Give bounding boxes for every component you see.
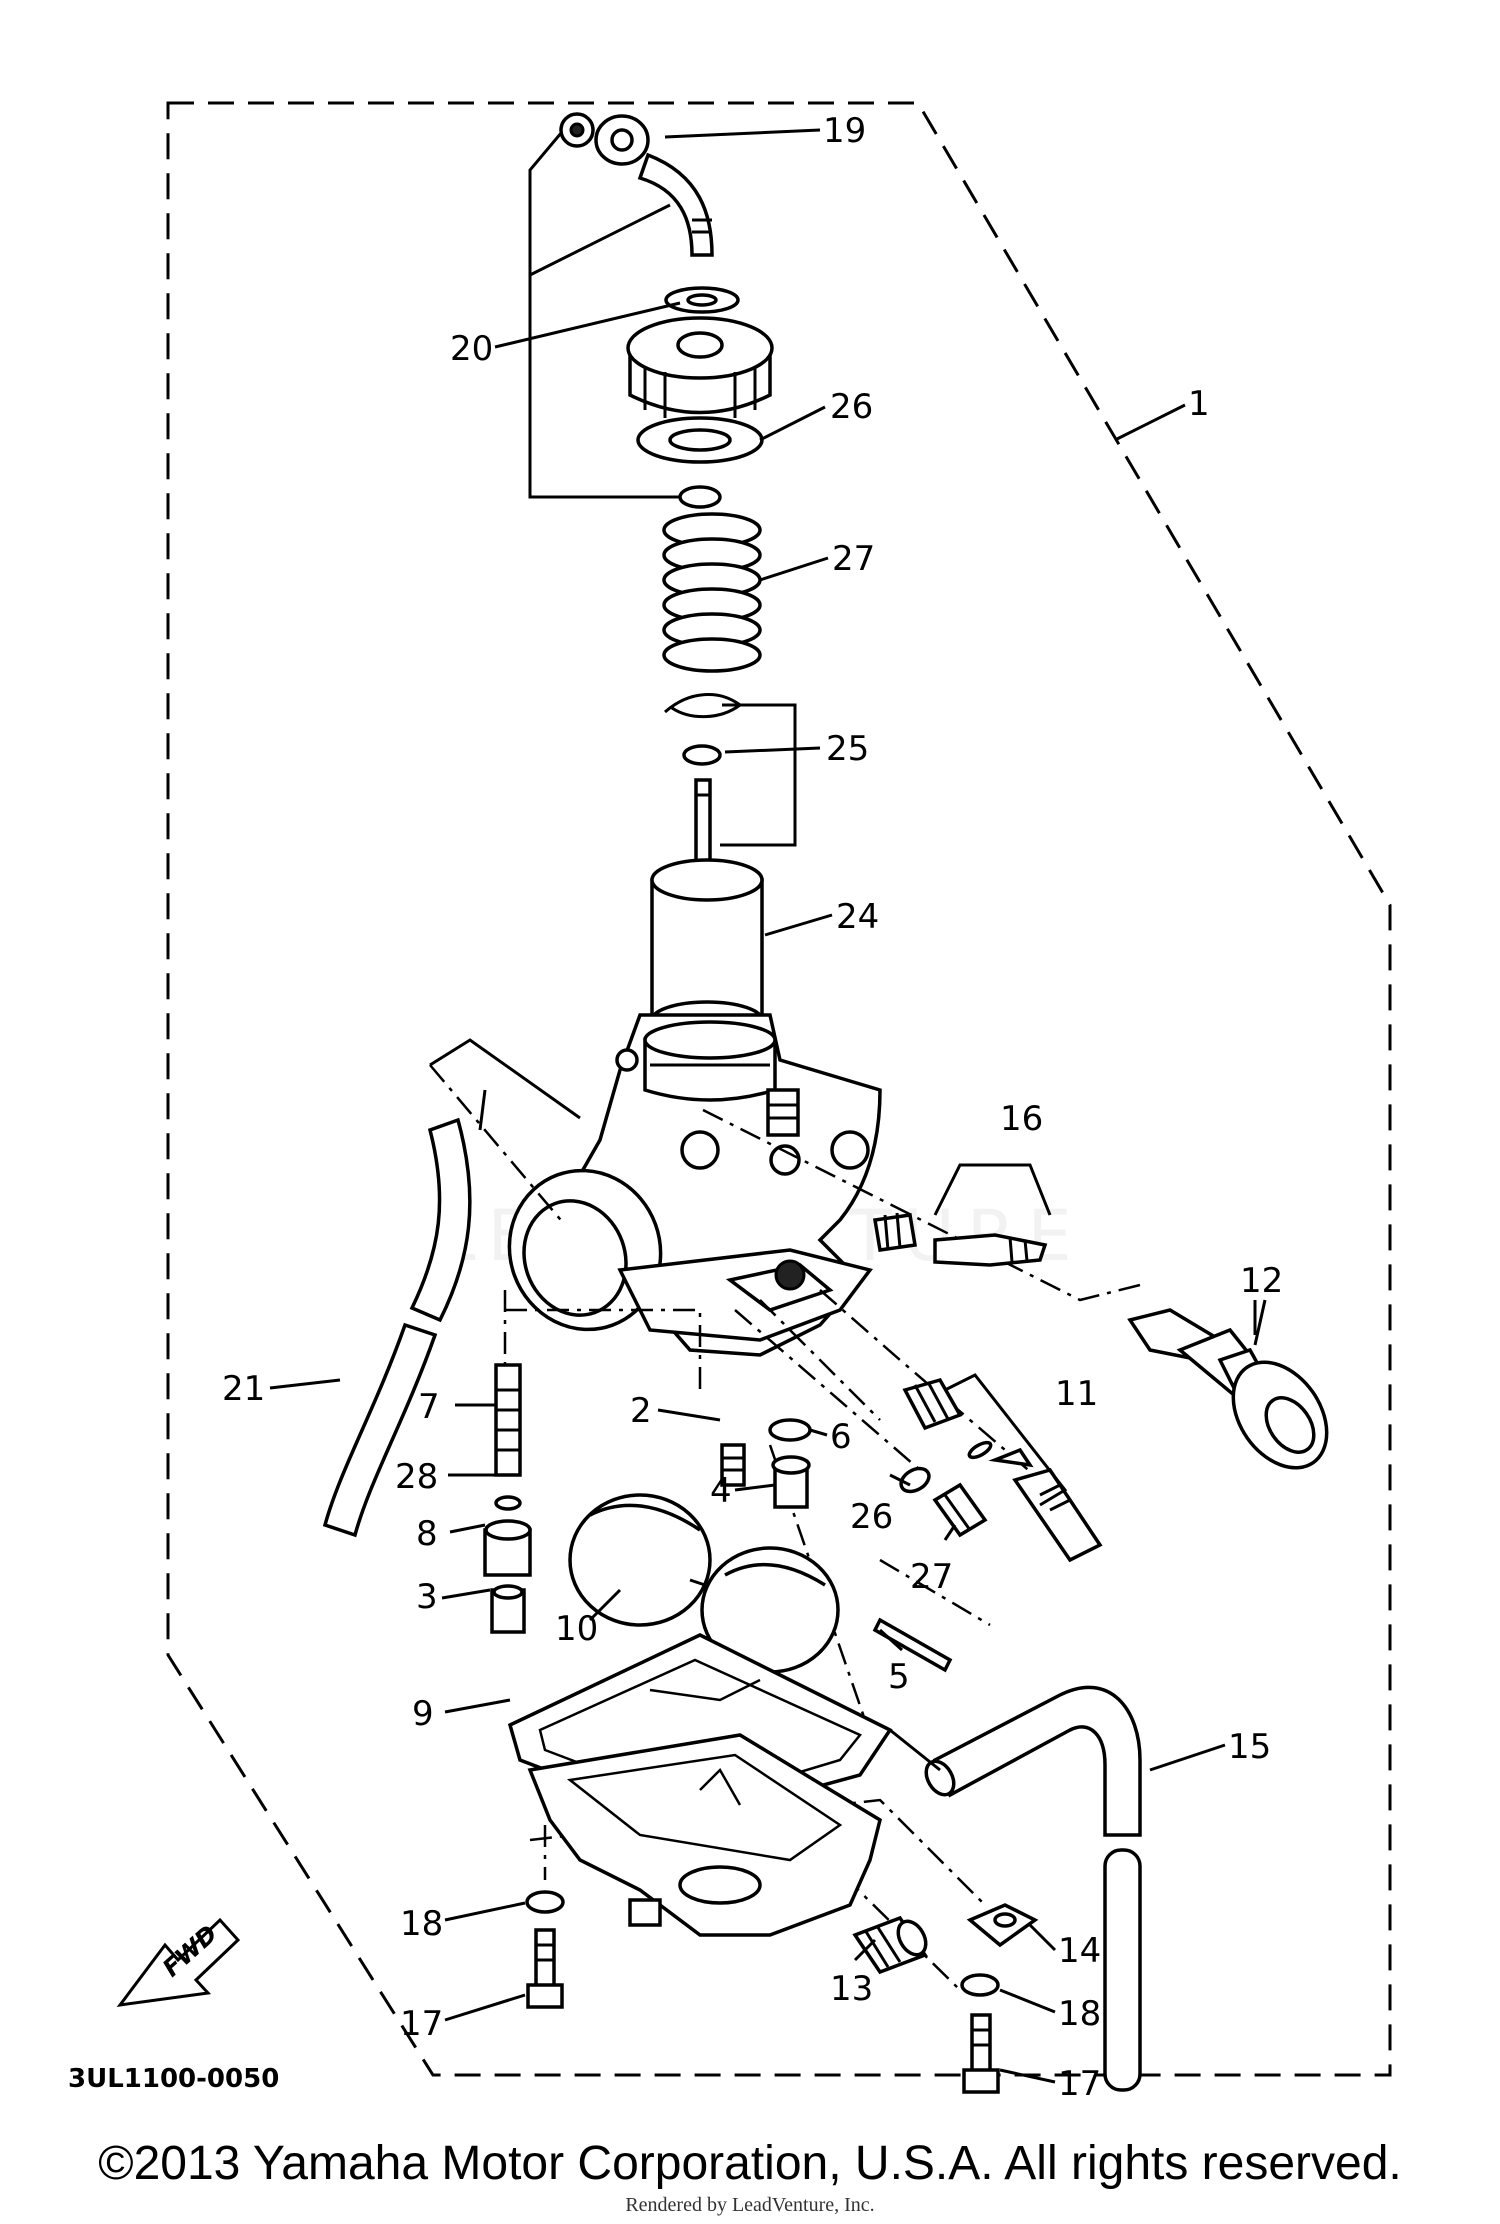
callout-16: 16 [1000,1099,1043,1139]
needle-jet-part [494,1363,522,1477]
overflow-hose-part [924,1685,1142,2092]
jet-holder-part [483,1519,532,1577]
callout-20: 20 [450,329,493,369]
throttle-slide-part [650,858,764,1040]
callout-18a: 18 [400,1904,443,1944]
drain-screw-part [852,1915,928,1975]
float-washer-part [899,1466,931,1494]
float-pin-part [872,1617,953,1673]
callout-19: 21 [222,1369,265,1409]
air-screw-part [902,1377,1103,1563]
carburetor-body [507,1013,882,1357]
callout-6: 6 [830,1417,852,1457]
callout-labels: 19 20 26 1 27 25 24 16 12 21 11 7 2 6 28… [222,111,1283,2104]
callout-17a: 17 [400,2004,443,2044]
hose-clamp-part [966,1903,1039,1948]
copyright-text: ©2013 Yamaha Motor Corporation, U.S.A. A… [98,2137,1402,2190]
top-cap-part [626,316,774,418]
leader-lines [269,128,1257,2084]
throttle-spring-part [662,512,762,673]
callout-12: 12 [1240,1261,1283,1301]
starter-plunger-part [1127,1308,1329,1470]
screw-right-part [962,2013,1000,2094]
callout-27: 27 [910,1557,953,1597]
callout-24: 26 [830,387,873,427]
callout-5: 5 [888,1657,910,1697]
rendered-by-text: Rendered by LeadVenture, Inc. [625,2194,875,2216]
cable-elbow-part [559,112,714,257]
callout-25: 27 [832,539,875,579]
bracket-21 [528,119,680,499]
fwd-label: FWD [157,1920,222,1983]
callout-18b: 18 [1058,1994,1101,2034]
main-jet-part [490,1584,526,1634]
o-ring-part [494,1495,522,1511]
bracket-11 [944,1373,1068,1507]
fwd-arrow-icon: FWD [116,1917,241,2007]
valve-washer-part [768,1418,812,1442]
callout-1: 1 [1188,384,1210,424]
bracket-16 [933,1163,1052,1216]
callout-9: 9 [412,1694,434,1734]
callout-14: 14 [1058,1931,1101,1971]
screw-left-part [526,1928,564,2009]
assembly-boundary [166,101,1392,2077]
callout-22: 24 [836,897,879,937]
callout-23: 25 [826,729,869,769]
callout-17b: 17 [1058,2064,1101,2104]
callout-10: 10 [555,1609,598,1649]
valve-seat-part [771,1455,811,1509]
needle-valve-part [932,1482,988,1538]
pilot-screw-part [872,1212,1048,1267]
callout-2: 2 [630,1391,652,1431]
washer-left-part [525,1890,565,1914]
callout-26: 26 [850,1497,893,1537]
callout-3: 3 [416,1577,438,1617]
float-part [568,1493,840,1674]
pilot-jet-part [720,1443,746,1487]
diagram-code: 3UL1100-0050 [68,2064,279,2094]
washer-right-part [960,1973,1000,1997]
callout-11: 11 [1055,1374,1098,1414]
callout-13: 13 [830,1969,873,2009]
callout-15: 15 [1228,1727,1271,1767]
callout-8: 8 [416,1514,438,1554]
vent-hose-part [322,1117,472,1538]
callout-21: 19 [823,111,866,151]
callout-28: 28 [395,1457,438,1497]
bracket-23 [720,703,797,847]
callout-4: 4 [710,1471,732,1511]
callout-7: 7 [418,1387,440,1427]
float-bowl-part [527,1733,883,1937]
